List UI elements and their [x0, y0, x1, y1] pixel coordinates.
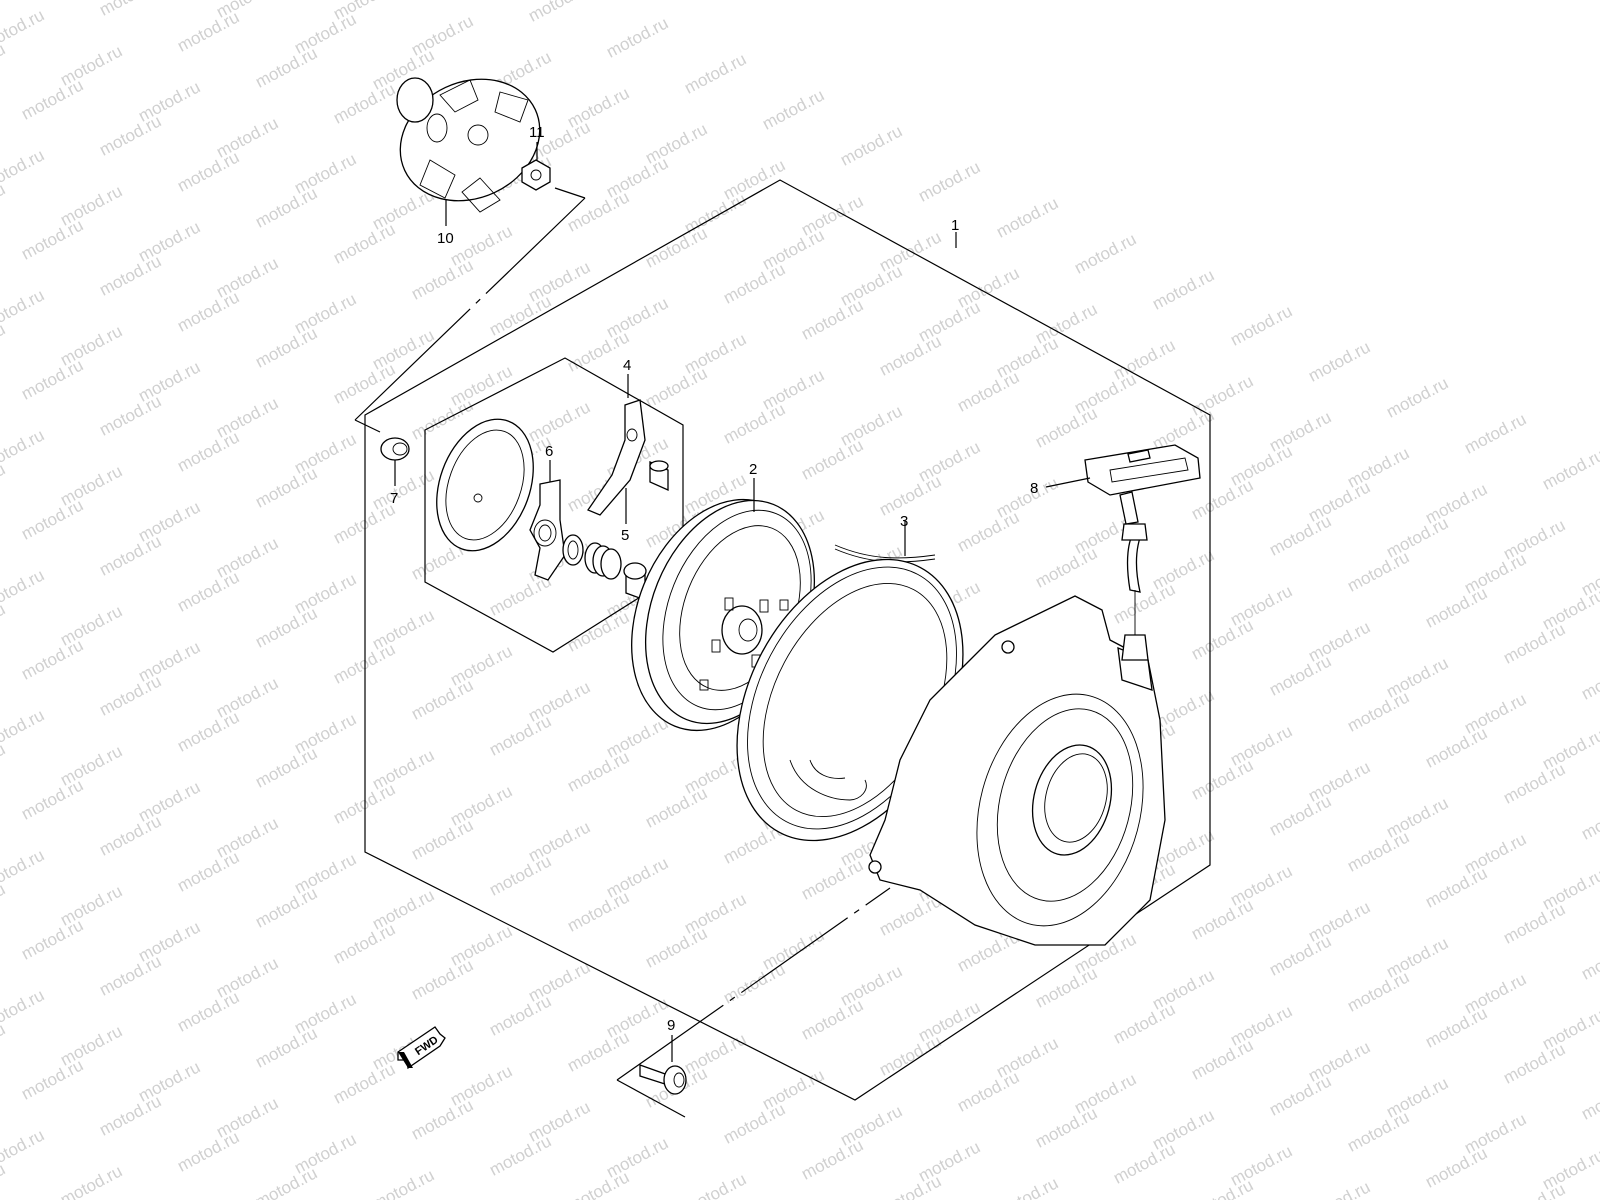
- callout-6: 6: [545, 443, 553, 460]
- leader-7-10: [354, 197, 586, 421]
- leader-10-tick: [554, 187, 586, 199]
- pin-part-5: [649, 460, 669, 492]
- callout-11: 11: [529, 124, 545, 141]
- leader-7-tick: [354, 419, 381, 433]
- callout-9: 9: [667, 1017, 675, 1034]
- callout-1: 1: [951, 217, 959, 234]
- friction-plate: [436, 418, 534, 552]
- fwd-arrow-icon: FWD: [397, 1026, 446, 1070]
- starter-case: [868, 595, 1166, 946]
- washer-spring-set: [562, 534, 647, 601]
- rope-sleeve: [1121, 523, 1148, 541]
- callout-2: 2: [749, 461, 757, 478]
- pawl-part-4: [587, 399, 646, 516]
- callout-3: 3: [900, 513, 908, 530]
- starter-cup-part-10: [396, 77, 541, 213]
- assembly-outline: [364, 179, 1211, 1101]
- leader-9-tick: [616, 1079, 686, 1118]
- callout-10: 10: [437, 230, 454, 247]
- rope-grommet: [1121, 634, 1149, 661]
- callout-4: 4: [623, 357, 631, 374]
- callout-5: 5: [621, 527, 629, 544]
- rope: [834, 544, 936, 559]
- nut-part-7: [380, 437, 410, 461]
- callout-7: 7: [390, 490, 398, 507]
- handle-part-8: [1084, 444, 1201, 525]
- leader-9-case: [616, 887, 891, 1081]
- callout-8: 8: [1030, 480, 1038, 497]
- leader-8: [1045, 477, 1091, 488]
- nut-part-11: [521, 159, 551, 191]
- ratchet-part-6: [529, 479, 566, 581]
- bolt-part-9: [639, 1064, 687, 1095]
